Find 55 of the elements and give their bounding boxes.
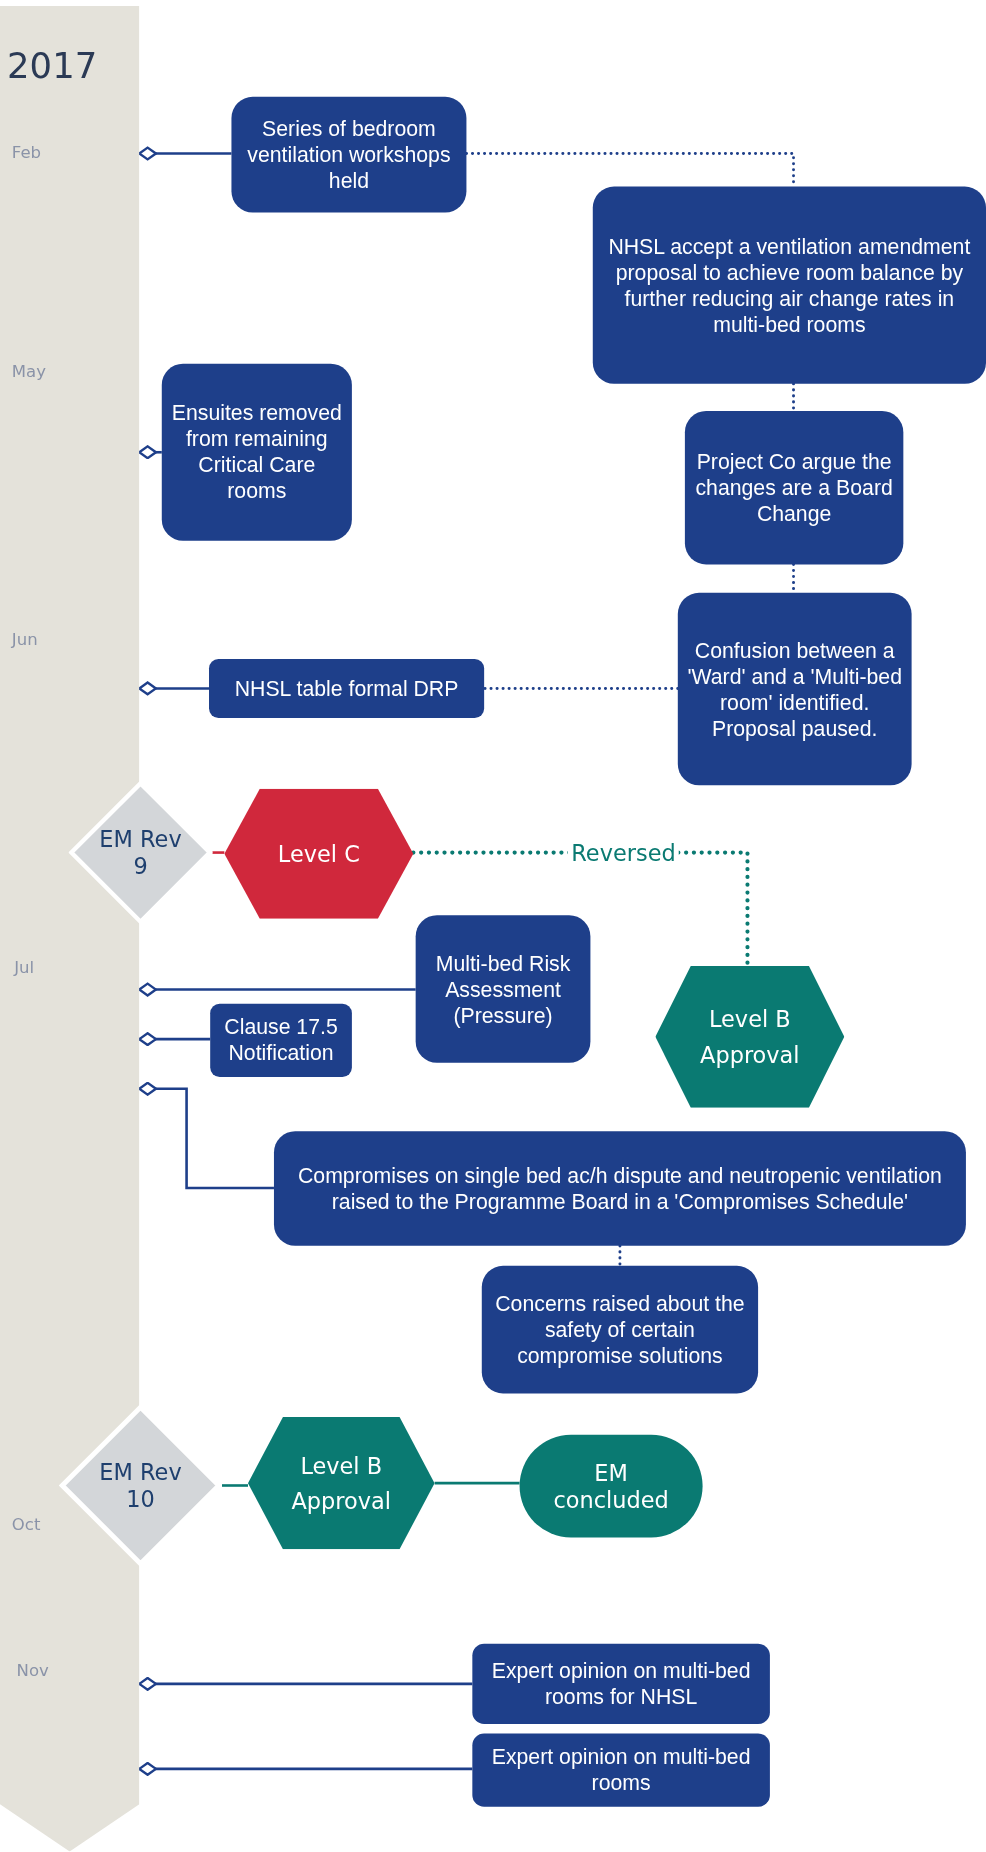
- connector-line: [138, 445, 162, 460]
- event-box: [231, 96, 467, 213]
- month-label: Feb: [11, 142, 42, 162]
- status-hexagon: [224, 788, 414, 919]
- node-text: Clause 17.5 Notification: [223, 1014, 339, 1067]
- event-box: [684, 410, 904, 565]
- month-label: Jul: [14, 957, 35, 977]
- status-hexagon: [248, 1417, 435, 1550]
- event-box: [273, 1131, 966, 1246]
- event-box: [209, 658, 485, 718]
- event-box: [472, 1733, 770, 1807]
- event-box: [472, 1643, 770, 1725]
- connector-line: [138, 681, 209, 696]
- connector-line: [138, 1676, 473, 1691]
- node-text: Level C: [276, 840, 361, 868]
- connector-line: [222, 1484, 248, 1487]
- dotted-connector: [482, 686, 680, 690]
- node-text: EM Rev 9: [98, 825, 183, 880]
- node-text: Compromises on single bed ac/h dispute and neutropenic ventilation raised to the Programme Board in a 'Compromises Schedule': [296, 1162, 943, 1215]
- connector-line: [138, 1081, 274, 1190]
- dotted-connector: [411, 850, 750, 968]
- connector-line: [434, 1481, 520, 1485]
- connector-line: [138, 982, 416, 997]
- node-text: Expert opinion on multi-bed rooms for NHSL: [490, 1658, 752, 1710]
- event-box: [210, 1003, 352, 1077]
- connector-line: [138, 146, 232, 161]
- connector-line: [212, 851, 225, 854]
- event-box: [592, 186, 986, 384]
- month-label: Oct: [11, 1515, 41, 1534]
- node-text: NHSL accept a ventilation amendment proposal to achieve room balance by further reducing air change rates in multi-bed rooms: [607, 233, 972, 338]
- node-text: EM Rev 10: [98, 1458, 183, 1513]
- month-label: Nov: [16, 1660, 49, 1680]
- dotted-connector: [618, 1244, 622, 1268]
- connector-line: [138, 1761, 473, 1776]
- year-label: 2017: [6, 44, 98, 88]
- event-box: [161, 363, 352, 541]
- node-text: Concerns raised about the safety of certain compromise solutions: [494, 1290, 746, 1369]
- event-box: [677, 592, 912, 786]
- milestone-diamond: [68, 780, 213, 925]
- node-text: Expert opinion on multi-bed rooms: [490, 1744, 752, 1797]
- node-text: Multi-bed Risk Assessment (Pressure): [434, 950, 572, 1028]
- node-text: Series of bedroom ventilation workshops held: [246, 115, 452, 194]
- month-label: May: [11, 361, 46, 381]
- status-hexagon: [655, 965, 845, 1108]
- node-text: Confusion between a 'Ward' and a 'Multi-bed room' identified. Proposal paused.: [686, 637, 903, 741]
- node-text: Level B Approval: [699, 1005, 801, 1070]
- event-box: [415, 915, 591, 1063]
- node-text: Ensuites removed from remaining Critical Care rooms: [170, 400, 343, 505]
- node-text: Project Co argue the changes are a Board Change: [694, 448, 894, 527]
- node-text: NHSL table formal DRP: [233, 675, 460, 702]
- month-label: Jun: [11, 629, 38, 649]
- node-text: EM concluded: [552, 1458, 670, 1514]
- node-text: Level B Approval: [290, 1451, 393, 1516]
- connector-line: [138, 1032, 211, 1047]
- event-box: [481, 1265, 759, 1394]
